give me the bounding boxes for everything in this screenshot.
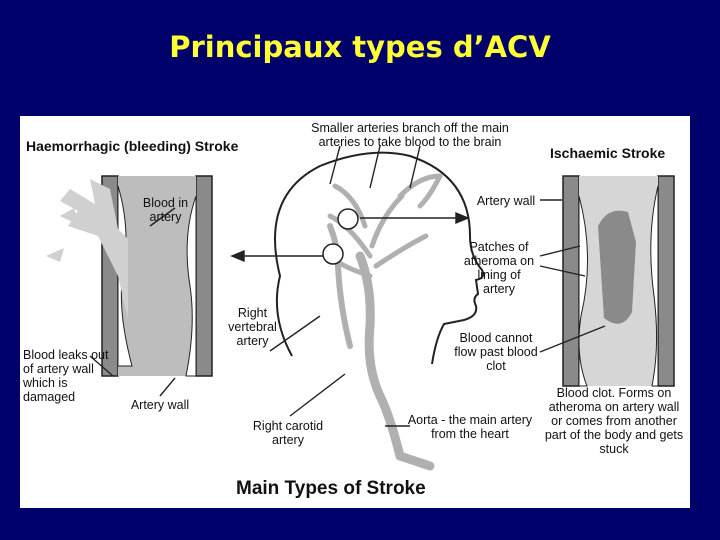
haemorrhagic-artery [46, 175, 213, 377]
pointer-lines [89, 145, 606, 427]
highlight-circle-upper [337, 208, 359, 230]
label-smaller-arteries: Smaller arteries branch off the main art… [311, 121, 509, 149]
diagram-illustration [46, 145, 675, 471]
ischaemic-artery [562, 175, 675, 387]
stroke-diagram: Haemorrhagic (bleeding) Stroke Ischaemic… [20, 116, 690, 508]
label-artery-wall-top: Artery wall [476, 194, 536, 208]
highlight-circle-lower [322, 243, 344, 265]
arteries [327, 173, 443, 471]
label-patches: Patches of atheroma on lining of artery [463, 240, 535, 296]
label-blood-leaks: Blood leaks out of artery wall which is … [23, 348, 109, 404]
label-aorta: Aorta - the main artery from the heart [407, 413, 533, 441]
label-right-vertebral: Right vertebral artery [228, 306, 277, 348]
head-profile [274, 151, 485, 365]
diagram-footer-title: Main Types of Stroke [236, 478, 426, 499]
label-right-carotid: Right carotid artery [252, 419, 324, 447]
heading-ischaemic: Ischaemic Stroke [550, 145, 666, 161]
label-blood-in-artery: Blood in artery [142, 196, 189, 224]
slide-title: Principaux types d’ACV [169, 30, 551, 64]
label-blood-clot: Blood clot. Forms on atheroma on artery … [544, 386, 684, 456]
heading-haemorrhagic: Haemorrhagic (bleeding) Stroke [26, 138, 239, 154]
label-artery-wall-left: Artery wall [130, 398, 190, 412]
label-blood-cannot: Blood cannot flow past blood clot [454, 331, 538, 373]
